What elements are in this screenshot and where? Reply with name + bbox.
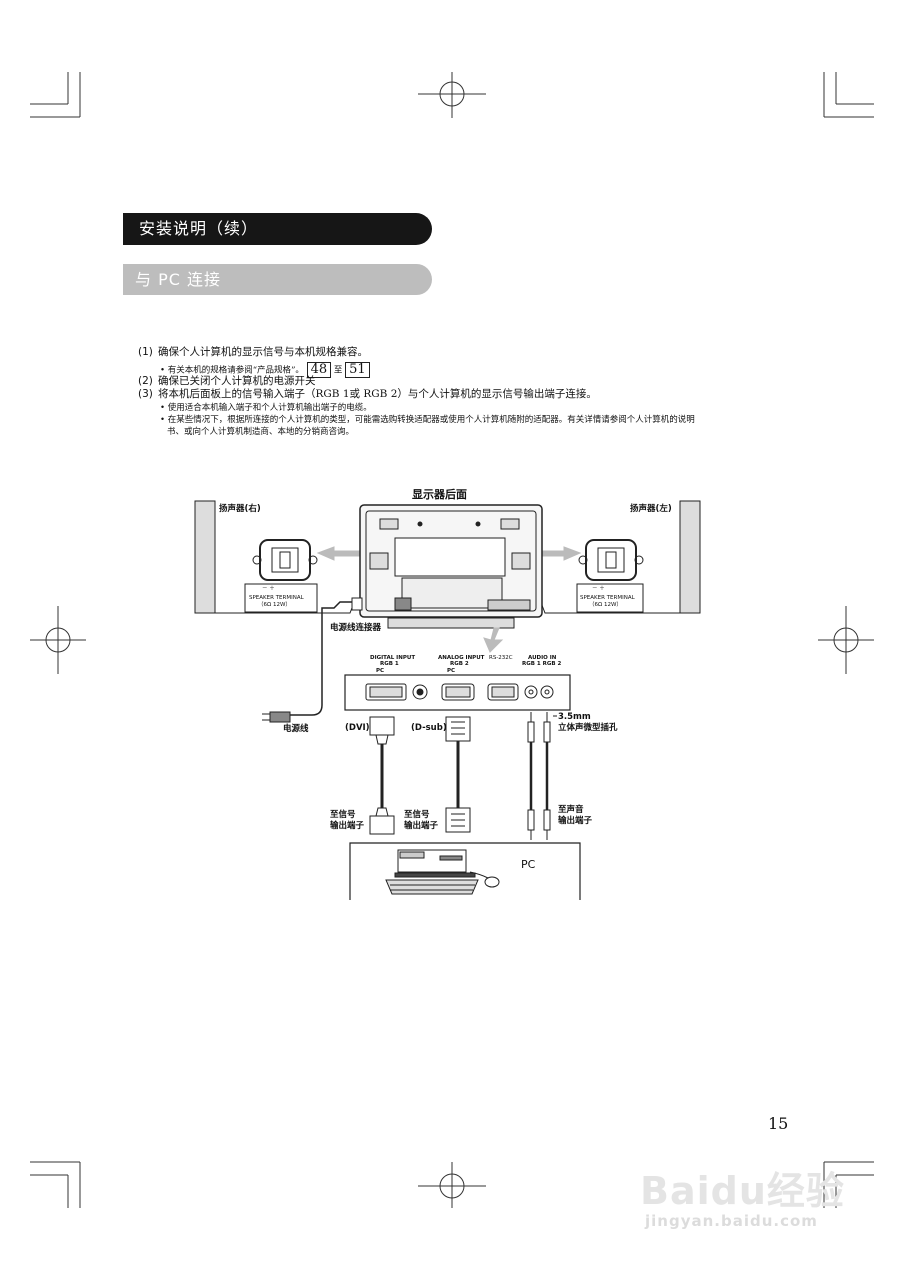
watermark-url: jingyan.baidu.com	[645, 1212, 818, 1230]
speaker-left-terminal	[576, 539, 644, 613]
pc-box	[349, 842, 581, 900]
dvi-cable	[369, 716, 395, 835]
audio-cable	[527, 712, 557, 840]
monitor-rear	[359, 504, 543, 629]
step-3: (3) 将本机后面板上的信号输入端子（RGB 1或 RGB 2）与个人计算机的显示…	[138, 388, 597, 401]
page-ref-end: 51	[345, 362, 370, 378]
speaker-left-polarity: － ＋	[592, 586, 605, 592]
speaker-right-polarity: － ＋	[262, 586, 275, 592]
step-3-note-2a: • 在某些情况下，根据所连接的个人计算机的类型，可能需选购转换适配器或使用个人计…	[160, 415, 695, 425]
audio-in-label: AUDIO IN	[528, 655, 557, 661]
to-signal-1-line2: 输出端子	[330, 821, 365, 831]
pc-label: PC	[521, 858, 536, 871]
speaker-left-terminal-spec: （6Ω 12W）	[589, 602, 622, 608]
step-1: (1) 确保个人计算机的显示信号与本机规格兼容。	[138, 346, 368, 359]
speaker-right-terminal-label: SPEAKER TERMINAL	[249, 595, 304, 601]
jack-desc-label: 立体声微型插孔	[558, 723, 618, 733]
arrow-down	[483, 627, 504, 653]
power-connector-label: 电源线连接器	[330, 623, 382, 633]
watermark-brand: Baidu经验	[640, 1169, 845, 1213]
step-1-note-text: • 有关本机的规格请参阅“产品规格”。	[160, 365, 304, 376]
analog-pc-label: PC	[447, 668, 456, 674]
power-cord-label: 电源线	[283, 724, 309, 734]
step-3-number: (3)	[138, 388, 153, 400]
analog-input-label: ANALOG INPUT	[438, 655, 485, 661]
input-panel	[344, 674, 571, 711]
section-title: 安装说明（续）	[123, 213, 432, 245]
to-signal-2-line2: 输出端子	[404, 821, 439, 831]
step-1-text: 确保个人计算机的显示信号与本机规格兼容。	[158, 346, 368, 358]
to-audio-line1: 至声音	[558, 805, 584, 815]
speaker-left-terminal-label: SPEAKER TERMINAL	[580, 595, 635, 601]
speaker-right-body	[194, 500, 216, 614]
digital-rgb-label: RGB 1	[380, 661, 399, 667]
dsub-cable	[445, 716, 471, 833]
step-1-number: (1)	[138, 346, 153, 358]
step-1-note: • 有关本机的规格请参阅“产品规格”。 48 至 51	[160, 362, 370, 378]
digital-input-label: DIGITAL INPUT	[370, 655, 416, 661]
analog-rgb-label: RGB 2	[450, 661, 469, 667]
digital-pc-label: PC	[376, 668, 385, 674]
page-ref-start: 48	[306, 362, 332, 378]
page-number: 15	[768, 1114, 789, 1133]
page-ref-to: 至	[333, 365, 343, 376]
to-signal-2-line1: 至信号	[404, 810, 430, 820]
to-signal-1-line1: 至信号	[330, 810, 356, 820]
speaker-right-terminal	[244, 539, 318, 613]
step-3-note-2b: 书、或向个人计算机制造商、本地的分销商咨询。	[167, 427, 355, 437]
monitor-rear-title: 显示器后面	[412, 488, 467, 501]
step-3-text: 将本机后面板上的信号输入端子（RGB 1或 RGB 2）与个人计算机的显示信号输…	[158, 388, 597, 400]
speaker-right-label: 扬声器(右)	[219, 504, 261, 514]
dsub-label: (D-sub)	[411, 723, 447, 733]
arrow-left	[316, 546, 361, 561]
speaker-right-terminal-spec: （6Ω 12W）	[258, 602, 291, 608]
step-2-number: (2)	[138, 375, 153, 387]
step-3-note-1: • 使用适合本机输入端子和个人计算机输出端子的电缆。	[160, 403, 372, 413]
power-cord	[290, 601, 360, 716]
subsection-title: 与 PC 连接	[123, 264, 432, 295]
speaker-left-label: 扬声器(左)	[630, 504, 672, 514]
step-2-text: 确保已关闭个人计算机的电源开关	[158, 375, 316, 387]
speaker-left-body	[679, 500, 701, 614]
arrow-right	[539, 546, 582, 561]
dvi-label: (DVI)	[345, 723, 370, 733]
audio-rgb-label: RGB 1 RGB 2	[522, 661, 562, 667]
jack-size-label: 3.5mm	[558, 712, 591, 722]
rs232c-label: RS-232C	[489, 655, 513, 661]
step-2: (2) 确保已关闭个人计算机的电源开关	[138, 375, 316, 388]
pc-computer-icon	[385, 849, 500, 895]
to-audio-line2: 输出端子	[558, 816, 593, 826]
